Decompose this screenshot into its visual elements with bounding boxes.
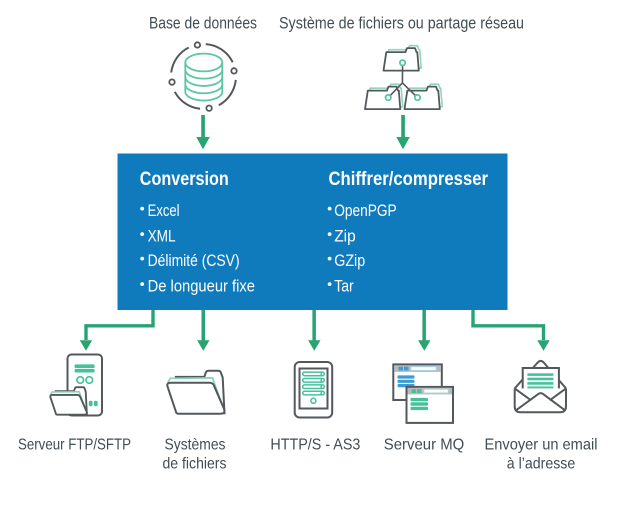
svg-text:HTTP/S - AS3: HTTP/S - AS3 <box>270 437 360 454</box>
svg-text:Délimité (CSV): Délimité (CSV) <box>148 251 240 270</box>
svg-text:Base de données: Base de données <box>149 15 257 33</box>
svg-text:XML: XML <box>148 227 176 246</box>
svg-text:De longueur fixe: De longueur fixe <box>148 277 255 296</box>
svg-text:Système de fichiers ou partage: Système de fichiers ou partage réseau <box>279 15 524 33</box>
svg-text:de fichiers: de fichiers <box>163 456 227 473</box>
svg-text:à l’adresse: à l’adresse <box>507 456 576 473</box>
svg-text:Conversion: Conversion <box>140 169 229 190</box>
svg-text:OpenPGP: OpenPGP <box>334 201 397 220</box>
svg-text:Tar: Tar <box>334 277 354 296</box>
svg-text:Serveur FTP/SFTP: Serveur FTP/SFTP <box>18 437 131 454</box>
svg-text:Serveur MQ: Serveur MQ <box>384 437 465 454</box>
svg-text:Chiffrer/compresser: Chiffrer/compresser <box>329 169 489 190</box>
svg-text:Excel: Excel <box>148 201 180 220</box>
svg-text:Envoyer un email: Envoyer un email <box>485 437 598 454</box>
svg-text:Systèmes: Systèmes <box>165 437 226 454</box>
svg-text:Zip: Zip <box>334 227 356 246</box>
svg-text:GZip: GZip <box>334 251 365 270</box>
